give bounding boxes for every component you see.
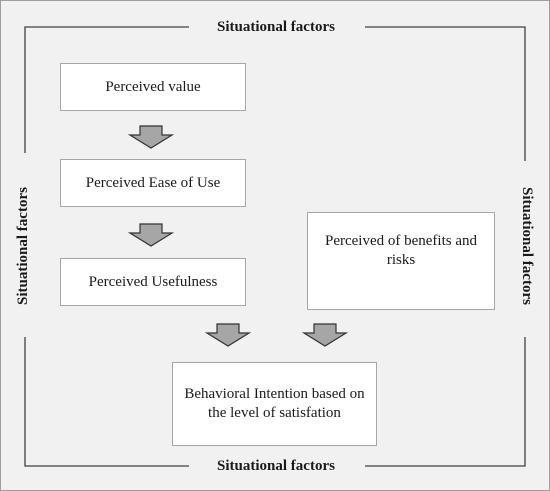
down-arrow-icon: [205, 323, 251, 347]
situational-factors-top-label: Situational factors: [217, 19, 335, 35]
perceived-value-text: Perceived value: [105, 78, 201, 95]
situational-factors-bottom-label: Situational factors: [217, 458, 335, 474]
down-arrow-icon: [128, 125, 174, 149]
down-arrow-icon: [128, 223, 174, 247]
situational-factors-right-label: Situational factors: [518, 183, 536, 309]
frame-corner-bottom-left: [24, 337, 189, 467]
frame-corner-top-right: [365, 26, 526, 161]
behavioral-intention-text: Behavioral Intention based on the level …: [184, 386, 365, 421]
perceived-value-box: Perceived value: [60, 63, 246, 111]
perceived-benefits-risks-text: Perceived of benefits and risks: [324, 233, 478, 268]
frame-corner-top-left: [24, 26, 189, 153]
frame-corner-bottom-right: [365, 337, 526, 467]
down-arrow-icon: [302, 323, 348, 347]
perceived-ease-of-use-box: Perceived Ease of Use: [60, 159, 246, 207]
perceived-usefulness-box: Perceived Usefulness: [60, 258, 246, 306]
perceived-usefulness-text: Perceived Usefulness: [88, 273, 218, 290]
perceived-ease-of-use-text: Perceived Ease of Use: [85, 174, 221, 191]
perceived-benefits-risks-box: Perceived of benefits and risks: [307, 212, 495, 310]
situational-factors-left-label: Situational factors: [14, 183, 32, 309]
behavioral-intention-box: Behavioral Intention based on the level …: [172, 362, 377, 446]
